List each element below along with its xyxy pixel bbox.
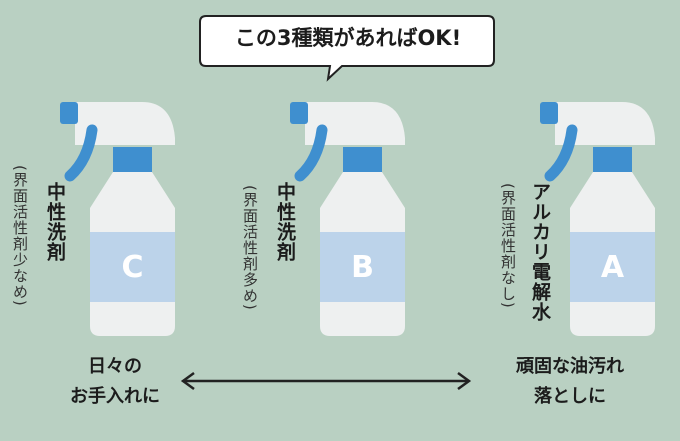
bottle-c-name: 中性洗剤 [44, 182, 66, 262]
right-caption-line: 落としに [534, 386, 606, 407]
right-caption: 頑固な油汚れ 落としに [490, 352, 650, 412]
speech-bubble [199, 15, 495, 82]
bottle-a [540, 102, 655, 336]
bottle-b [290, 102, 405, 336]
bottle-letter-c: C [121, 250, 144, 285]
bubble-text: この3種類があればOK! [234, 26, 462, 50]
bottle-c-note: (界面活性剤少なめ) [11, 165, 29, 307]
left-caption-line: お手入れに [70, 386, 160, 407]
bottle-b-note: (界面活性剤多め) [241, 185, 259, 311]
double-arrow [180, 371, 472, 391]
right-caption-line: 頑固な油汚れ [516, 356, 624, 377]
bottle-letter-a: A [600, 250, 625, 285]
left-caption-line: 日々の [88, 356, 142, 377]
bottle-a-name: アルカリ電解水 [529, 182, 551, 322]
bottle-c [60, 102, 175, 336]
bottle-a-note: (界面活性剤なし) [499, 183, 517, 309]
bottle-b-name: 中性洗剤 [274, 182, 296, 262]
bottle-letter-b: B [351, 250, 374, 285]
left-caption: 日々の お手入れに [40, 352, 190, 412]
